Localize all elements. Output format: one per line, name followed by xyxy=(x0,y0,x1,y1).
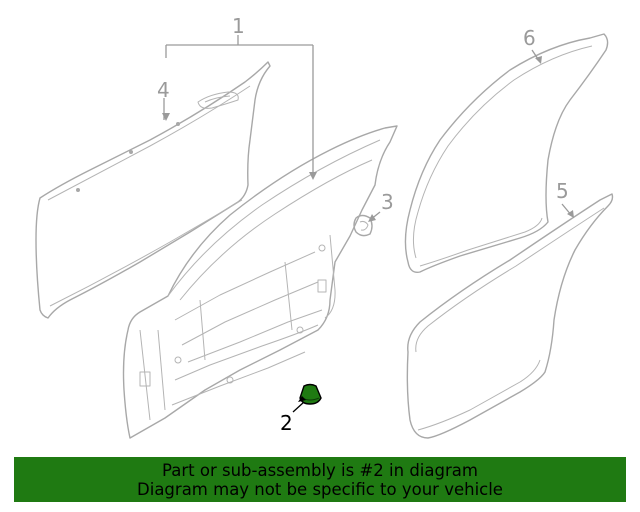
callout-6: 6 xyxy=(523,26,536,50)
clip-part[interactable] xyxy=(353,214,373,237)
callout-5: 5 xyxy=(556,179,569,203)
callout-4: 4 xyxy=(157,78,170,102)
door-outer-panel[interactable] xyxy=(35,61,271,319)
body-side-weatherstrip[interactable] xyxy=(404,33,609,273)
info-banner: Part or sub-assembly is #2 in diagram Di… xyxy=(14,457,626,502)
leader-lines xyxy=(162,35,574,413)
banner-line-2: Diagram may not be specific to your vehi… xyxy=(137,479,503,499)
banner-line-1: Part or sub-assembly is #2 in diagram xyxy=(162,460,478,480)
door-shell-assembly[interactable] xyxy=(122,125,398,439)
callout-1: 1 xyxy=(232,14,245,38)
callout-2: 2 xyxy=(280,411,293,435)
parts-diagram: 1 4 3 6 5 2 xyxy=(35,14,614,439)
callout-3: 3 xyxy=(381,190,394,214)
plug-part-highlighted[interactable] xyxy=(299,383,322,405)
door-weatherstrip[interactable] xyxy=(406,193,614,439)
